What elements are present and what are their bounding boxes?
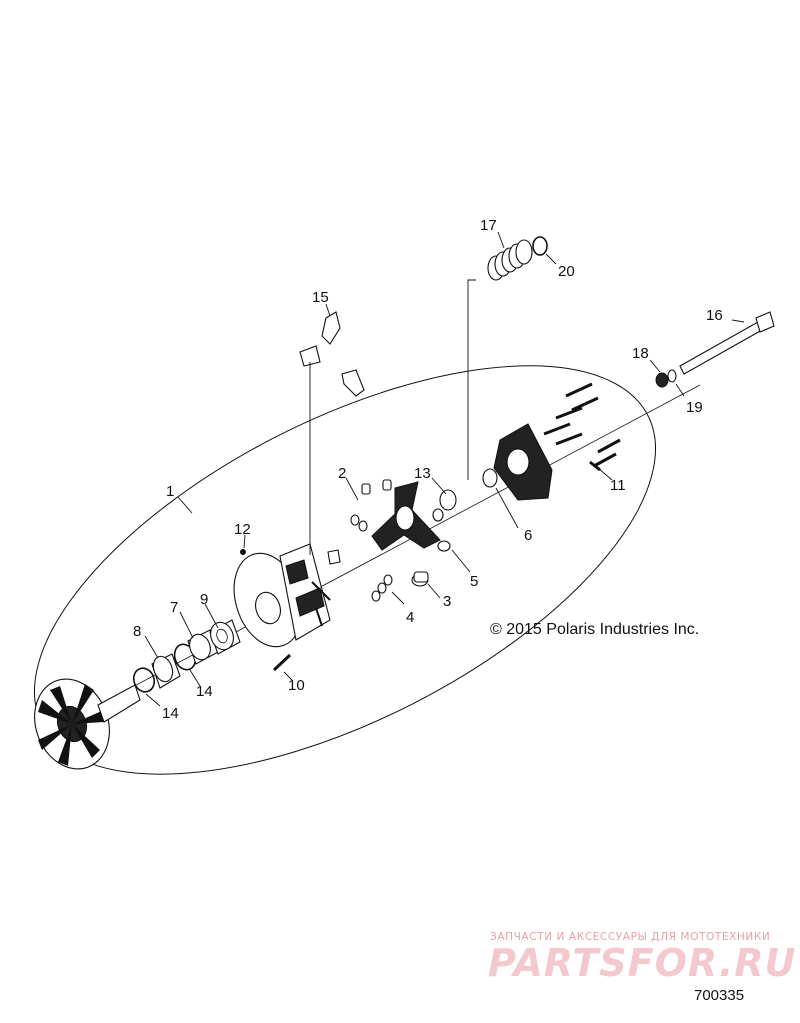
roller-13: [432, 489, 457, 522]
washers-4: [371, 574, 393, 602]
weights-15: [299, 311, 365, 397]
callout-8: 8: [133, 623, 141, 640]
fixed-sheave: [34, 678, 141, 770]
watermark-tagline: ЗАПЧАСТИ И АКСЕССУАРЫ ДЛЯ МОТОТЕХНИКИ: [490, 931, 770, 943]
callout-10: 10: [288, 677, 305, 694]
assembly-outline: [33, 365, 657, 775]
callout-12: 12: [234, 521, 251, 538]
copyright-notice: © 2015 Polaris Industries Inc.: [490, 621, 699, 638]
callout-14-upper: 14: [196, 683, 213, 700]
watermark-brand: PARTSFOR.RU: [488, 941, 796, 985]
callout-17: 17: [480, 217, 497, 234]
callout-9: 9: [200, 591, 208, 608]
callout-3: 3: [443, 593, 451, 610]
bearing-9: [209, 619, 241, 655]
spring-leader: [467, 279, 476, 480]
center-axis: [79, 384, 701, 716]
cover: [493, 423, 553, 501]
screw-12: [240, 549, 246, 555]
spider-3: [371, 481, 441, 587]
bolt-10: [272, 653, 292, 672]
callout-20: 20: [558, 263, 575, 280]
callout-16: 16: [706, 307, 723, 324]
nut-18: [655, 372, 669, 388]
callout-4: 4: [406, 609, 414, 626]
callout-11: 11: [610, 477, 626, 494]
callout-15: 15: [312, 289, 329, 306]
ring-14-lower: [132, 667, 156, 693]
figure-number: 700335: [694, 987, 744, 1004]
pins-2: [327, 479, 392, 565]
callout-14-lower: 14: [162, 705, 179, 722]
callout-leaders: [144, 231, 745, 707]
callout-1: 1: [166, 483, 174, 500]
callout-18: 18: [632, 345, 649, 362]
callout-6: 6: [524, 527, 532, 544]
spring-17: [487, 239, 533, 281]
bushing-6: [482, 468, 498, 488]
bolt-16: [679, 311, 775, 375]
ring-20: [532, 236, 548, 256]
washer-19: [667, 369, 677, 383]
callout-5: 5: [470, 573, 478, 590]
button-5: [437, 540, 451, 552]
callout-labels: 1 2 3 4 5 6 7 8 9 10 11 12 13 14 14 15 1…: [133, 217, 723, 722]
moveable-sheave: [233, 543, 331, 648]
callout-19: 19: [686, 399, 703, 416]
watermark: ЗАПЧАСТИ И АКСЕССУАРЫ ДЛЯ МОТОТЕХНИКИ PA…: [488, 931, 796, 985]
bushing-8: [151, 653, 181, 689]
callout-7: 7: [170, 599, 178, 616]
bolts-11: [543, 382, 621, 472]
callout-2: 2: [338, 465, 346, 482]
callout-13: 13: [414, 465, 431, 482]
